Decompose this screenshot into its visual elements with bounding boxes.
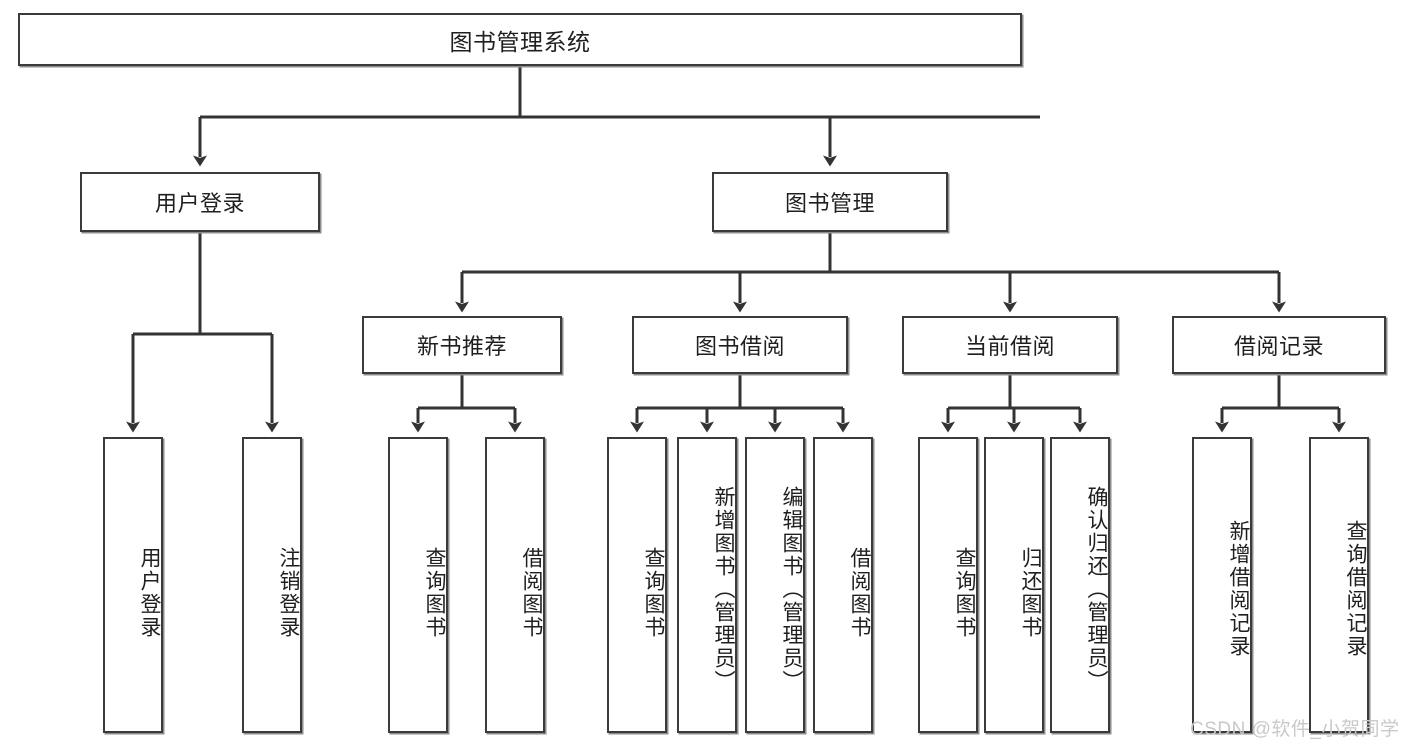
leaf-borrow-query-book[interactable]: 查询图书 bbox=[607, 437, 667, 733]
node-new-book-recommend[interactable]: 新书推荐 bbox=[362, 316, 562, 374]
node-label: 图书借阅 bbox=[694, 334, 785, 359]
node-label: 查询借阅记录 bbox=[1344, 520, 1367, 658]
node-label: 编辑图书（管理员） bbox=[780, 485, 803, 693]
node-label: 当前借阅 bbox=[964, 334, 1055, 359]
node-label: 查询图书 bbox=[953, 547, 976, 639]
node-borrow-records[interactable]: 借阅记录 bbox=[1172, 316, 1386, 374]
node-label: 确认归还（管理员） bbox=[1085, 485, 1108, 693]
node-root-system[interactable]: 图书管理系统 bbox=[18, 13, 1022, 66]
leaf-current-query-book[interactable]: 查询图书 bbox=[918, 437, 978, 733]
node-label: 查询图书 bbox=[423, 547, 446, 639]
node-book-management[interactable]: 图书管理 bbox=[712, 172, 948, 232]
node-label: 新书推荐 bbox=[416, 334, 507, 359]
node-label: 借阅记录 bbox=[1233, 334, 1324, 359]
node-label: 新增图书（管理员） bbox=[712, 485, 735, 693]
node-label: 图书管理 bbox=[784, 191, 875, 216]
leaf-current-return-book[interactable]: 归还图书 bbox=[984, 437, 1044, 733]
leaf-recommend-borrow-book[interactable]: 借阅图书 bbox=[485, 437, 545, 733]
node-label: 借阅图书 bbox=[848, 547, 871, 639]
leaf-recommend-query-book[interactable]: 查询图书 bbox=[388, 437, 448, 733]
csdn-watermark: CSDN @软件_小贺同学 bbox=[1190, 719, 1400, 740]
node-current-borrow[interactable]: 当前借阅 bbox=[902, 316, 1118, 374]
leaf-user-login-logout[interactable]: 注销登录 bbox=[242, 437, 302, 733]
leaf-borrow-add-book-admin[interactable]: 新增图书（管理员） bbox=[677, 437, 737, 733]
leaf-records-add-record[interactable]: 新增借阅记录 bbox=[1192, 437, 1252, 733]
node-label: 新增借阅记录 bbox=[1227, 520, 1250, 658]
leaf-borrow-borrow-book[interactable]: 借阅图书 bbox=[813, 437, 873, 733]
node-label: 用户登录 bbox=[154, 191, 245, 216]
leaf-current-confirm-return-admin[interactable]: 确认归还（管理员） bbox=[1050, 437, 1110, 733]
node-label: 图书管理系统 bbox=[449, 28, 591, 55]
node-label: 借阅图书 bbox=[520, 547, 543, 639]
leaf-records-query-record[interactable]: 查询借阅记录 bbox=[1309, 437, 1369, 733]
node-user-login[interactable]: 用户登录 bbox=[80, 172, 320, 232]
node-label: 查询图书 bbox=[642, 547, 665, 639]
node-label: 注销登录 bbox=[277, 547, 300, 639]
node-book-borrow[interactable]: 图书借阅 bbox=[632, 316, 848, 374]
leaf-user-login-login[interactable]: 用户登录 bbox=[103, 437, 163, 733]
node-label: 用户登录 bbox=[138, 547, 161, 639]
leaf-borrow-edit-book-admin[interactable]: 编辑图书（管理员） bbox=[745, 437, 805, 733]
node-label: 归还图书 bbox=[1019, 547, 1042, 639]
